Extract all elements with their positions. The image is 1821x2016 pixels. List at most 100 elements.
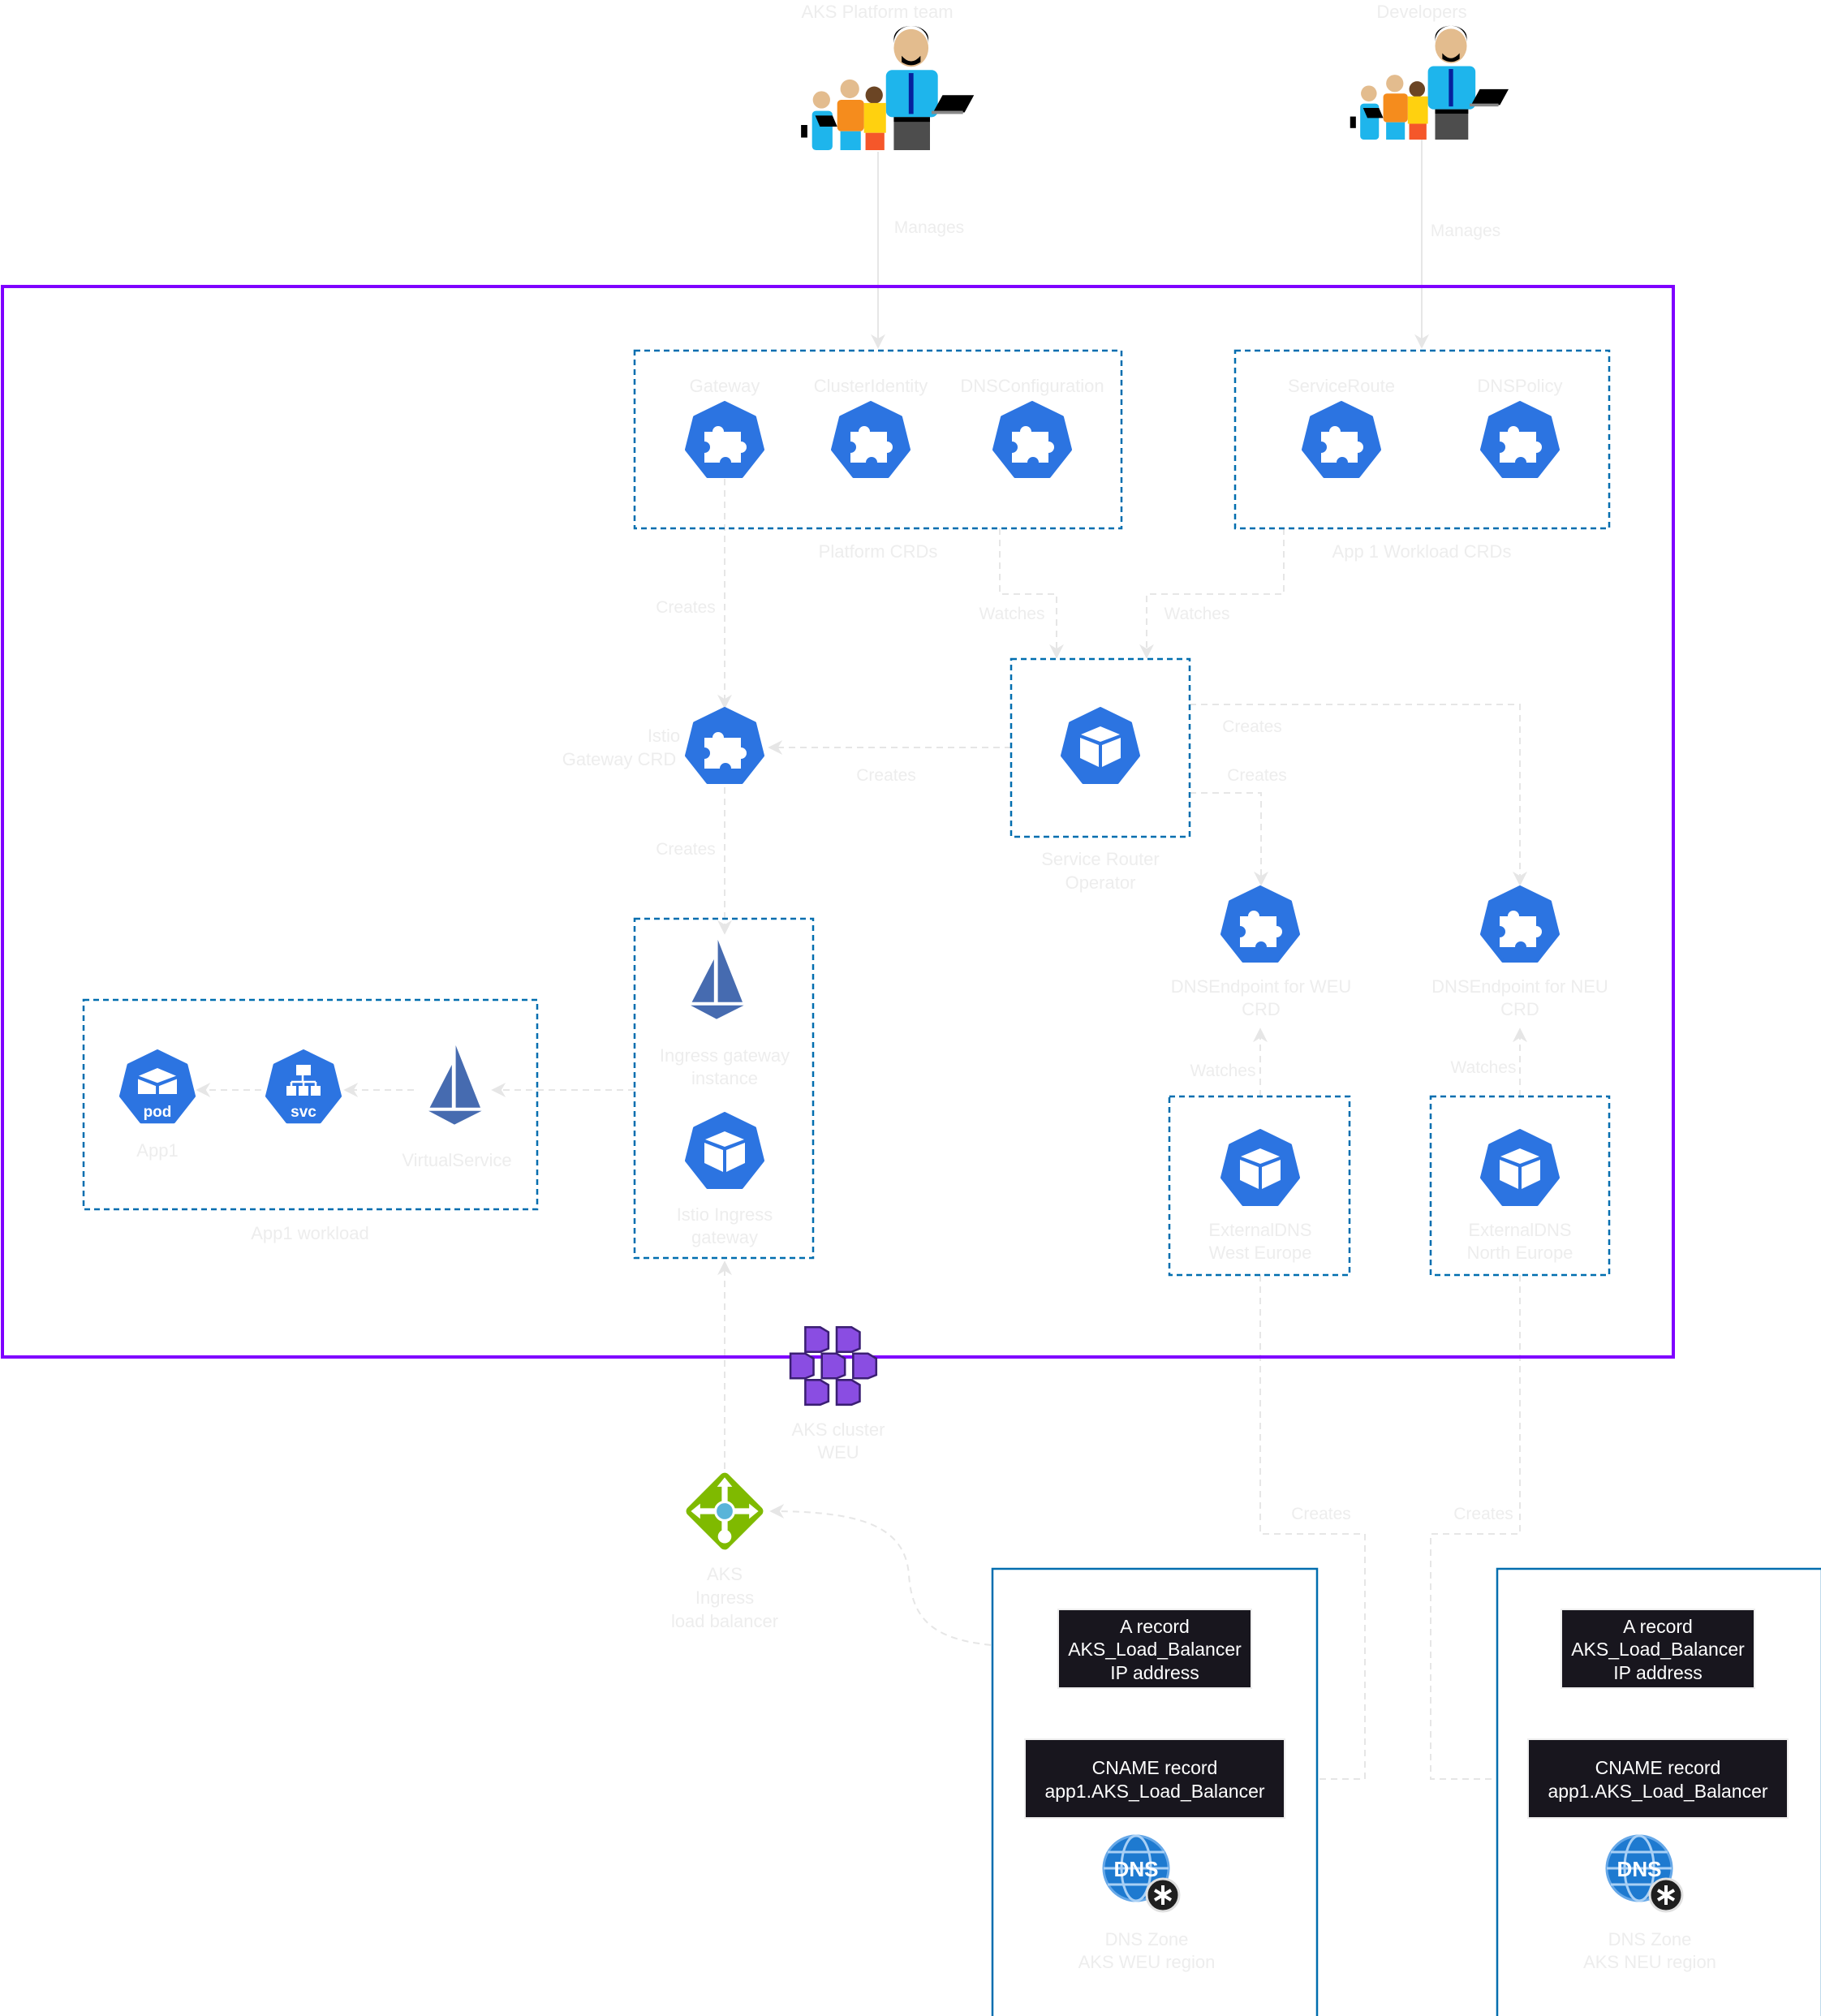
crd-puzzle-icon[interactable] — [1482, 403, 1558, 476]
cname-record[interactable]: CNAME record app1.AKS_Load_Balancer — [1527, 1738, 1789, 1819]
edge-label-creates: Creates — [1453, 1505, 1513, 1523]
record-line: A record — [1623, 1616, 1693, 1637]
pod-label: App1 — [136, 1140, 178, 1161]
crd-label-dnspolicy: DNSPolicy — [1477, 376, 1562, 396]
node-label-line1: ExternalDNS — [1468, 1220, 1571, 1240]
group-border — [1010, 657, 1191, 838]
dns-zone-neu: A record AKS_Load_Balancer IP address CN… — [1496, 1567, 1821, 2016]
edge-label-watches: Watches — [1190, 1062, 1256, 1080]
actor-developers: Developers — [1350, 2, 1509, 140]
node-dnsendpoint-neu: DNSEndpoint for NEU CRD — [1431, 887, 1608, 1019]
node-label-line1: AKS — [707, 1564, 743, 1584]
node-label-line2: gateway — [691, 1227, 758, 1247]
edge-extdns-weu-creates — [1259, 1275, 1366, 1786]
virtualservice-label: VirtualService — [402, 1150, 511, 1170]
edge-label-creates: Creates — [1291, 1505, 1351, 1523]
edge-label-creates: Creates — [1227, 766, 1287, 785]
node-label-line1: DNSEndpoint for NEU — [1431, 976, 1608, 997]
node-label-line1: Istio — [648, 726, 680, 746]
actor-label: AKS Platform team — [801, 2, 953, 22]
group-app1-workload: pod App1 svc VirtualService App1 workloa… — [82, 998, 539, 1243]
record-line: CNAME record — [1595, 1757, 1721, 1778]
pod-node[interactable]: pod — [121, 1051, 194, 1122]
cluster-label-line2: WEU — [817, 1442, 859, 1462]
edge-extdns-neu-creates — [1430, 1275, 1527, 1786]
node-dnsendpoint-weu: DNSEndpoint for WEU CRD — [1171, 887, 1352, 1019]
node-label-line2: instance — [691, 1068, 758, 1088]
aks-cluster-icon[interactable] — [789, 1325, 878, 1406]
edge-label-creates: Creates — [656, 598, 716, 617]
node-label-line1: Istio Ingress — [677, 1204, 773, 1225]
actor-platform-team: AKS Platform team — [801, 2, 975, 150]
node-label-line2: Gateway CRD — [562, 749, 677, 769]
pod-cube-icon[interactable] — [1222, 1131, 1298, 1204]
record-line: IP address — [1613, 1662, 1703, 1683]
edge-watches-platform — [999, 528, 1064, 659]
node-label-line2: North Europe — [1467, 1243, 1573, 1263]
edge-arecord-lb — [769, 1504, 1060, 1648]
pod-cube-icon[interactable] — [687, 1114, 763, 1187]
crd-puzzle-icon[interactable] — [994, 403, 1070, 476]
edge-label-creates: Creates — [856, 766, 916, 785]
crd-puzzle-icon[interactable] — [687, 403, 763, 476]
edge-label-watches: Watches — [1164, 605, 1230, 623]
crd-puzzle-icon[interactable] — [687, 709, 763, 782]
crd-label-dnsconfiguration: DNSConfiguration — [960, 376, 1104, 396]
a-record[interactable]: A record AKS_Load_Balancer IP address — [1561, 1609, 1755, 1689]
crd-puzzle-icon[interactable] — [1303, 403, 1380, 476]
node-externaldns-weu: ExternalDNS West Europe — [1168, 1095, 1351, 1277]
group-border — [633, 349, 1123, 530]
node-istio-gateway-crd: Istio Gateway CRD — [562, 709, 763, 782]
svc-badge: svc — [291, 1104, 316, 1121]
aks-cluster-node: AKS cluster WEU — [789, 1325, 885, 1462]
actor-label: Developers — [1376, 2, 1466, 22]
crd-puzzle-icon[interactable] — [1222, 887, 1298, 961]
edge-watches-app1 — [1139, 528, 1285, 659]
group-ingress-gateway: Ingress gateway instance Istio Ingress g… — [633, 917, 815, 1260]
pod-cube-icon[interactable] — [1482, 1131, 1558, 1204]
dns-zone-label-line1: DNS Zone — [1608, 1929, 1692, 1949]
pod-cube-icon[interactable] — [1062, 709, 1139, 782]
node-label-line2: Ingress — [695, 1587, 754, 1608]
edge-router-creates-neu — [1190, 704, 1527, 886]
edges — [196, 140, 1527, 1786]
node-label-line1: Ingress gateway — [660, 1045, 790, 1066]
group-border — [1429, 1095, 1611, 1277]
node-label-line1: DNSEndpoint for WEU — [1171, 976, 1352, 997]
edge-label-manages: Manages — [1431, 222, 1500, 240]
people-group-icon — [1350, 25, 1509, 140]
record-line: AKS_Load_Balancer — [1571, 1639, 1745, 1660]
crd-label-clusteridentity: ClusterIdentity — [814, 376, 928, 396]
istio-sail-icon[interactable] — [691, 940, 744, 1019]
record-line: IP address — [1110, 1662, 1199, 1683]
group-label: App1 workload — [251, 1223, 369, 1243]
dns-zone-weu: A record AKS_Load_Balancer IP address CN… — [991, 1567, 1319, 2016]
node-label-line2: West Europe — [1209, 1243, 1312, 1263]
cluster-label-line1: AKS cluster — [792, 1419, 885, 1440]
node-externaldns-neu: ExternalDNS North Europe — [1429, 1095, 1611, 1277]
a-record[interactable]: A record AKS_Load_Balancer IP address — [1057, 1609, 1252, 1689]
svc-node[interactable]: svc — [265, 1049, 342, 1124]
istio-sail-icon[interactable] — [428, 1045, 482, 1125]
node-label-line2: CRD — [1500, 999, 1539, 1019]
group-app1-crds: ServiceRoute DNSPolicy App 1 Workload CR… — [1233, 349, 1611, 562]
dns-zone-label-line2: AKS WEU region — [1078, 1952, 1216, 1972]
node-label-line1: ExternalDNS — [1208, 1220, 1311, 1240]
crd-puzzle-icon[interactable] — [833, 403, 909, 476]
cname-record[interactable]: CNAME record app1.AKS_Load_Balancer — [1024, 1738, 1285, 1819]
dns-zone-label-line2: AKS NEU region — [1583, 1952, 1716, 1972]
load-balancer-icon[interactable] — [684, 1471, 765, 1552]
group-border — [1233, 349, 1611, 530]
edge-router-creates-weu — [1190, 792, 1268, 886]
node-label-line2: CRD — [1242, 999, 1281, 1019]
crd-label-gateway: Gateway — [690, 376, 760, 396]
record-line: AKS_Load_Balancer — [1068, 1639, 1242, 1660]
crd-label-serviceroute: ServiceRoute — [1288, 376, 1395, 396]
edge-label-manages: Manages — [894, 218, 964, 237]
record-line: app1.AKS_Load_Balancer — [1044, 1781, 1264, 1802]
record-line: A record — [1120, 1616, 1190, 1637]
dns-zone-label-line1: DNS Zone — [1105, 1929, 1189, 1949]
node-label-line1: Service Router — [1041, 849, 1160, 869]
crd-puzzle-icon[interactable] — [1482, 887, 1558, 961]
